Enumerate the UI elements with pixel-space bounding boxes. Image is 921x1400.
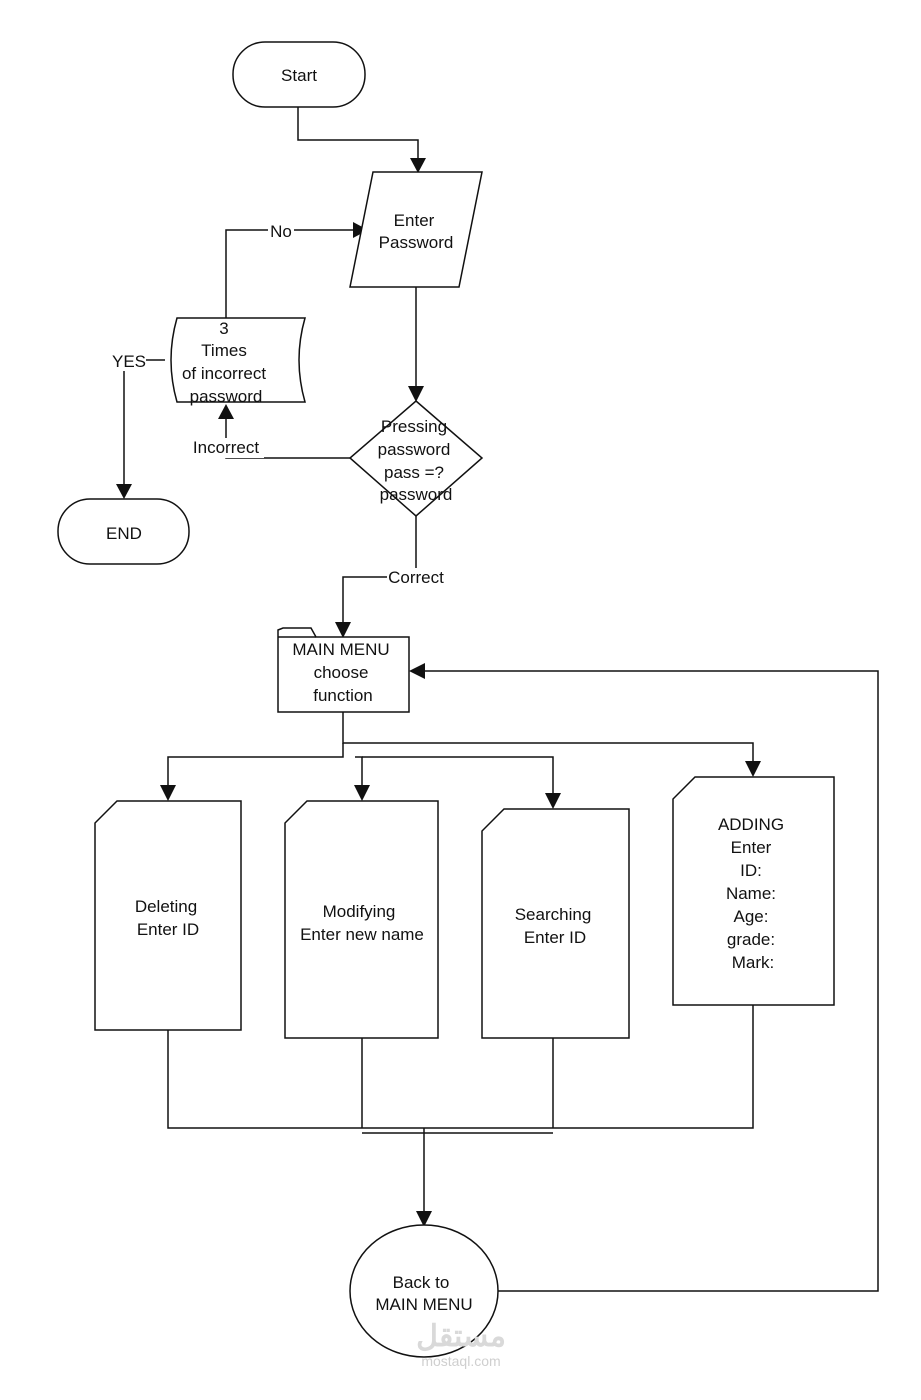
correct-label: Correct <box>388 568 444 587</box>
arrowhead <box>353 222 368 238</box>
edge-menu-to-modifying <box>355 756 363 786</box>
arrowhead <box>218 404 234 419</box>
enter-password-line-2: Password <box>379 233 454 252</box>
adding-line-1: ADDING <box>718 815 784 834</box>
attempts-line-1: 3 <box>219 319 228 338</box>
decision-line-4: password <box>380 485 453 504</box>
incorrect-attempts-counter: 3 Times of incorrect password <box>170 317 306 406</box>
adding-line-5: Age: <box>734 907 769 926</box>
enter-password-line-1: Enter <box>394 211 435 230</box>
start-label: Start <box>281 66 317 85</box>
back-to-main-menu-node: Back to MAIN MENU <box>349 1224 499 1358</box>
edge-menu-to-adding <box>342 712 754 762</box>
decision-line-2: password <box>378 440 451 459</box>
edge-start-to-input <box>297 107 419 158</box>
arrowhead <box>416 1211 432 1227</box>
edge-correct <box>342 516 417 623</box>
end-terminator: END <box>57 498 190 565</box>
modifying-card: Modifying Enter new name <box>284 800 439 1039</box>
incorrect-label: Incorrect <box>193 438 259 457</box>
back-line-1: Back to <box>393 1273 450 1292</box>
adding-line-2: Enter <box>731 838 772 857</box>
arrowhead <box>354 785 370 801</box>
arrowhead <box>545 793 561 809</box>
yes-label: YES <box>112 352 146 371</box>
arrowhead <box>335 622 351 638</box>
deleting-card: Deleting Enter ID <box>94 800 242 1031</box>
attempts-line-2: Times <box>201 341 247 360</box>
edge-yes <box>123 359 165 485</box>
attempts-line-4: password <box>190 387 263 406</box>
connectors <box>116 107 879 1292</box>
deleting-line-2: Enter ID <box>137 920 199 939</box>
enter-password-input: Enter Password <box>349 171 483 288</box>
edge-menu-to-searching <box>362 756 554 794</box>
watermark-url: mostaql.com <box>421 1353 500 1369</box>
watermark: مستقل mostaql.com <box>416 1320 506 1369</box>
arrowhead <box>116 484 132 499</box>
no-label: No <box>270 222 292 241</box>
edge-back-loop <box>424 670 879 1292</box>
searching-line-1: Searching <box>515 905 592 924</box>
back-line-2: MAIN MENU <box>375 1295 472 1314</box>
arrowhead <box>409 663 425 679</box>
arrowhead <box>410 158 426 173</box>
adding-line-7: Mark: <box>732 953 775 972</box>
adding-line-3: ID: <box>740 861 762 880</box>
edge-labels: No YES Incorrect Correct <box>112 221 447 588</box>
adding-line-4: Name: <box>726 884 776 903</box>
adding-line-6: grade: <box>727 930 775 949</box>
end-label: END <box>106 524 142 543</box>
decision-line-3: pass =? <box>384 463 444 482</box>
searching-card: Searching Enter ID <box>481 808 630 1039</box>
edge-no <box>225 229 354 318</box>
arrowhead <box>160 785 176 801</box>
modifying-line-1: Modifying <box>323 902 396 921</box>
modifying-line-2: Enter new name <box>300 925 424 944</box>
arrowhead <box>408 386 424 402</box>
searching-line-2: Enter ID <box>524 928 586 947</box>
watermark-brand: مستقل <box>416 1320 506 1353</box>
main-menu-line-3: function <box>313 686 373 705</box>
main-menu-line-2: choose <box>314 663 369 682</box>
adding-card: ADDING Enter ID: Name: Age: grade: Mark: <box>672 776 835 1006</box>
attempts-line-3: of incorrect <box>182 364 266 383</box>
decision-line-1: Pressing <box>381 417 447 436</box>
edge-branches-merge <box>167 1005 754 1129</box>
password-check-decision: Pressing password pass =? password <box>348 400 484 517</box>
deleting-line-1: Deleting <box>135 897 197 916</box>
start-terminator: Start <box>232 41 366 108</box>
main-menu-line-1: MAIN MENU <box>292 640 389 659</box>
edge-menu-to-deleting <box>167 743 344 786</box>
main-menu-box: MAIN MENU choose function <box>277 627 410 713</box>
arrowhead <box>745 761 761 777</box>
